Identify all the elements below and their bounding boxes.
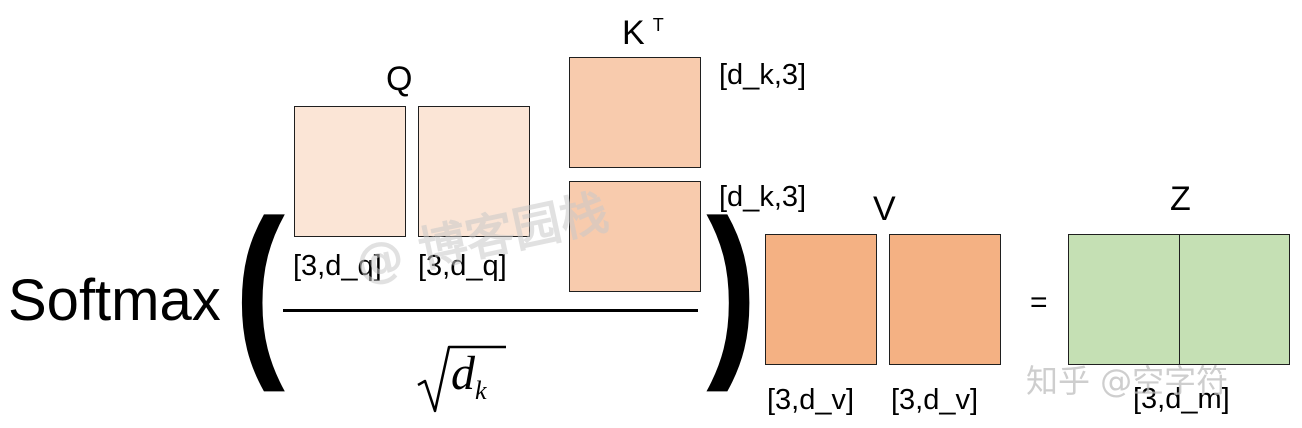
kt-block-1 bbox=[569, 57, 701, 168]
q-dim-2: [3,d_q] bbox=[418, 250, 507, 282]
q-block-1 bbox=[294, 106, 406, 237]
sqrt-subscript-k: k bbox=[475, 376, 487, 405]
softmax-label: Softmax bbox=[8, 268, 221, 333]
z-dim: [3,d_m] bbox=[1133, 383, 1230, 415]
kt-label-main: K bbox=[622, 14, 645, 52]
fraction-bar bbox=[283, 309, 698, 312]
v-label: V bbox=[873, 190, 896, 228]
v-dim-1: [3,d_v] bbox=[767, 384, 855, 416]
q-label: Q bbox=[386, 60, 413, 98]
sqrt-d: d bbox=[451, 347, 475, 400]
z-block-1 bbox=[1068, 234, 1181, 365]
v-dim-2: [3,d_v] bbox=[891, 384, 979, 416]
equals-sign: = bbox=[1030, 286, 1048, 319]
kt-label-superscript: T bbox=[652, 15, 664, 35]
q-dim-1: [3,d_q] bbox=[293, 250, 382, 282]
open-parenthesis: ( bbox=[234, 181, 285, 393]
z-block-2 bbox=[1179, 234, 1290, 365]
sqrt-sign bbox=[417, 345, 506, 413]
sqrt-variable: dk bbox=[451, 350, 487, 404]
v-block-1 bbox=[765, 234, 877, 365]
close-parenthesis: ) bbox=[706, 181, 757, 393]
v-block-2 bbox=[889, 234, 1001, 365]
kt-dim-2: [d_k,3] bbox=[719, 181, 807, 213]
watermark-zhihu: 知乎 @空字符 bbox=[1026, 362, 1229, 400]
z-label: Z bbox=[1170, 180, 1191, 218]
q-block-2 bbox=[418, 106, 530, 237]
kt-dim-1: [d_k,3] bbox=[719, 59, 807, 91]
kt-block-2 bbox=[569, 181, 701, 292]
